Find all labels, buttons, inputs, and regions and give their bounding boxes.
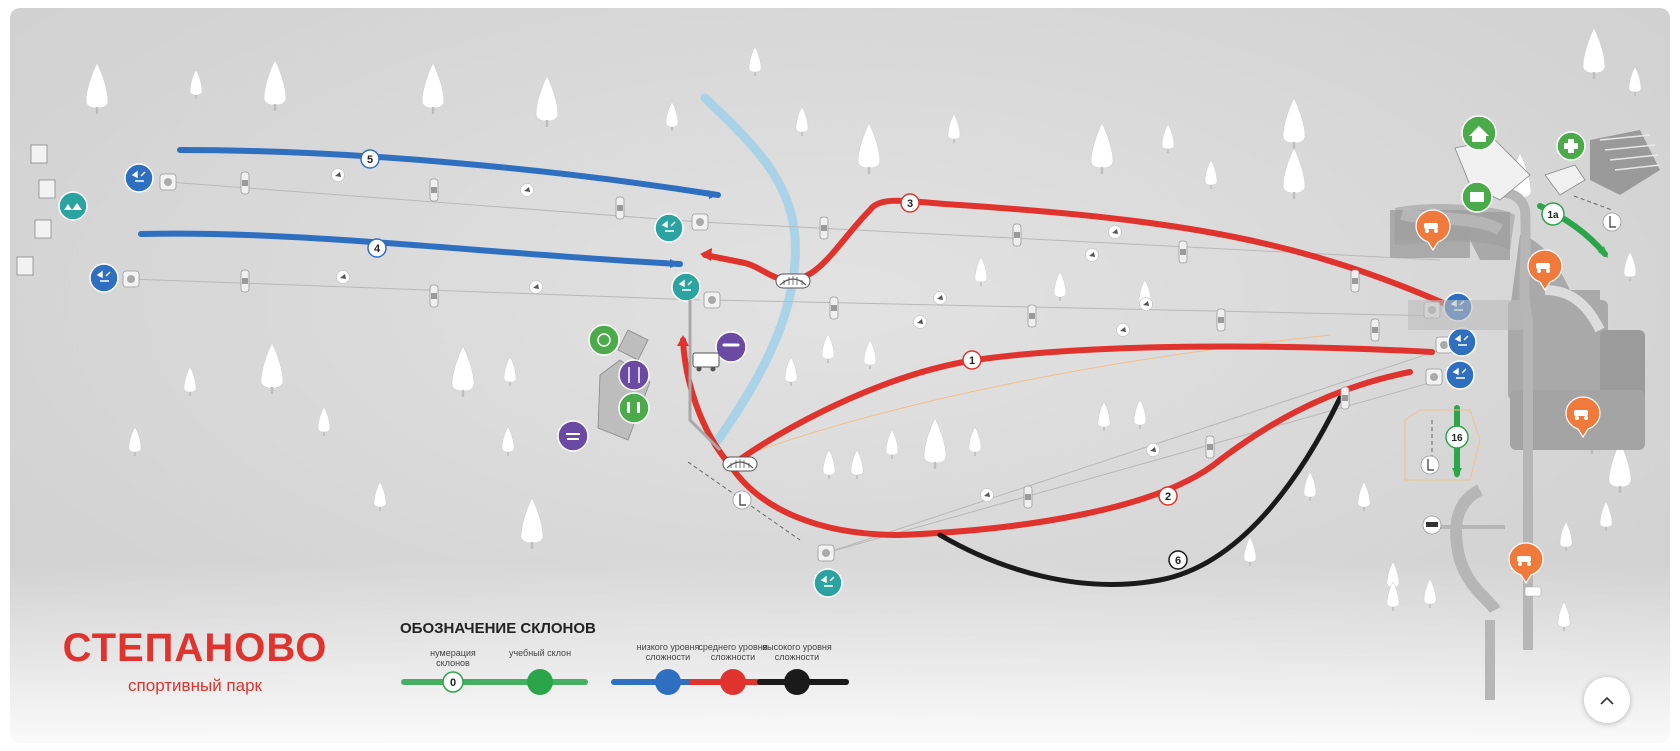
wc-sign xyxy=(1524,586,1542,597)
legend-number-text: 0 xyxy=(450,677,456,689)
legend-label-medium: среднего уровня сложности xyxy=(698,642,768,662)
legend-label-easy: низкого уровня сложности xyxy=(636,642,700,662)
slope-6 xyxy=(937,395,1343,587)
slope-numbers: 5 4 3 1 2 6 1а 16 xyxy=(360,149,1565,570)
slope-number-4: 4 xyxy=(367,238,387,258)
tow-lift-icon xyxy=(1602,212,1622,232)
svg-text:5: 5 xyxy=(367,154,373,166)
svg-text:6: 6 xyxy=(1175,555,1181,567)
legend-samples: 0 xyxy=(401,669,849,695)
slope-2 xyxy=(680,337,1413,539)
svg-text:1а: 1а xyxy=(1547,210,1559,221)
slope-1 xyxy=(732,343,1435,466)
dashed-lines xyxy=(687,195,1613,541)
slope-number-2: 2 xyxy=(1158,486,1178,506)
legend-title: ОБОЗНАЧЕНИЕ СКЛОНОВ xyxy=(400,620,596,637)
slope-number-6: 6 xyxy=(1168,550,1188,570)
lodge-icon xyxy=(1461,115,1497,151)
truck-icon xyxy=(692,352,720,372)
tow-lift-icon xyxy=(732,490,752,510)
restaurant-icon xyxy=(618,359,650,391)
car-icon xyxy=(1422,515,1442,535)
svg-text:2: 2 xyxy=(1165,491,1171,503)
slope-number-1: 1 xyxy=(962,350,982,370)
slope-number-3: 3 xyxy=(900,193,920,213)
slope-number-1a: 1а xyxy=(1541,202,1565,226)
service-icon xyxy=(588,324,620,356)
svg-text:1: 1 xyxy=(969,355,975,367)
brand-logo[interactable]: СТЕПАНОВО спортивный парк xyxy=(60,626,330,696)
brand-name: СТЕПАНОВО xyxy=(62,626,328,670)
slope-4 xyxy=(138,230,683,267)
svg-text:4: 4 xyxy=(374,243,381,255)
river xyxy=(700,93,800,445)
restaurant-icon xyxy=(557,420,589,452)
legend-label-hard: высокого уровня сложности xyxy=(762,642,832,662)
bridge-icon xyxy=(722,456,758,472)
svg-text:3: 3 xyxy=(907,198,913,210)
slope-3 xyxy=(702,197,1453,309)
tow-lift-icon xyxy=(1420,455,1440,475)
first-aid-icon xyxy=(1556,131,1586,161)
slope-5 xyxy=(177,147,721,198)
food-truck-icon xyxy=(715,331,747,363)
slope-number-16: 16 xyxy=(1445,425,1469,449)
base-icons xyxy=(1415,115,1622,597)
center-facilities xyxy=(557,300,752,510)
bridge-icon xyxy=(775,273,811,289)
legend-label-training: учебный склон xyxy=(508,648,572,658)
legend-number-sample xyxy=(442,671,464,693)
brand-subtitle: спортивный парк xyxy=(128,676,262,695)
left-buildings xyxy=(16,144,56,276)
slope-number-5: 5 xyxy=(360,149,380,169)
wc-icon xyxy=(618,392,650,424)
ticket-icon xyxy=(1461,181,1493,213)
svg-text:16: 16 xyxy=(1451,433,1463,444)
legend-label-numbering: нумерация склонов xyxy=(430,648,476,668)
scroll-top-button[interactable] xyxy=(1584,677,1630,723)
scroll-top-icon xyxy=(1600,696,1614,705)
cottages-icon xyxy=(58,191,88,221)
